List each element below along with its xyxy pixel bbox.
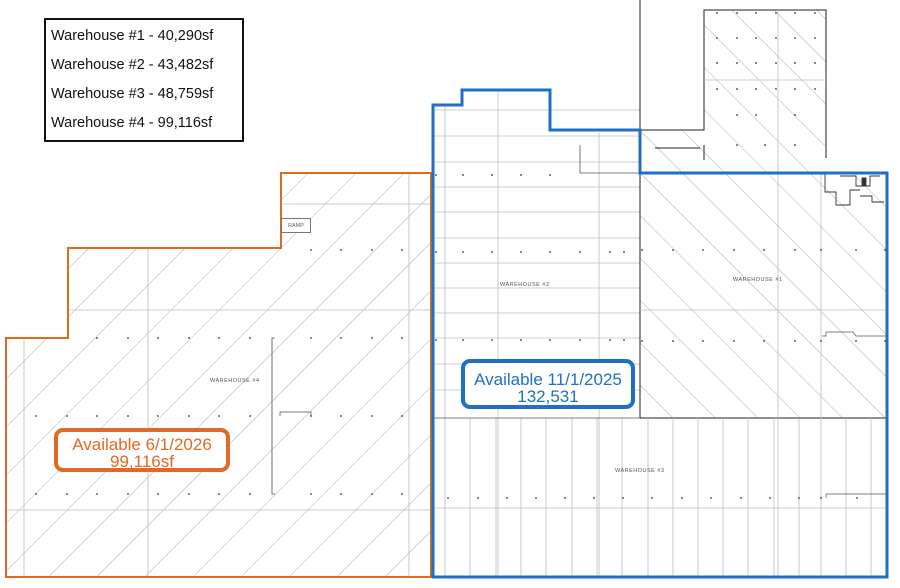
availability-date: Available 11/1/2025 [474, 370, 622, 389]
warehouse-4-label: WAREHOUSE #4 [210, 378, 260, 384]
warehouse-1-area [639, 0, 887, 419]
availability-sqft: 99,116sf [110, 452, 174, 471]
available-11-1-2025-outline [431, 88, 889, 579]
availability-sqft: 132,531 [517, 387, 579, 406]
warehouse-4-outline [5, 172, 432, 578]
legend-item-warehouse-2: Warehouse #2 - 43,482sf [51, 57, 214, 73]
square-footage-legend: Warehouse #1 - 40,290sf Warehouse #2 - 4… [44, 18, 244, 142]
legend-item-warehouse-1: Warehouse #1 - 40,290sf [51, 28, 214, 44]
warehouse-3-label: WAREHOUSE #3 [615, 468, 665, 474]
legend-item-warehouse-3: Warehouse #3 - 48,759sf [51, 86, 214, 102]
office-detail [824, 173, 884, 206]
legend-item-warehouse-4: Warehouse #4 - 99,116sf [51, 115, 213, 131]
availability-callout-blue: Available 11/1/2025 132,531 [461, 359, 635, 409]
ramp-label: RAMP [281, 218, 311, 233]
warehouse-4-area [6, 173, 431, 577]
warehouse-1-label: WAREHOUSE #1 [733, 277, 783, 283]
warehouse-3-area [433, 417, 887, 576]
warehouse-2-label: WAREHOUSE #2 [500, 282, 550, 288]
availability-date: Available 6/1/2026 [72, 435, 212, 454]
availability-callout-orange: Available 6/1/2026 99,116sf [54, 428, 230, 472]
